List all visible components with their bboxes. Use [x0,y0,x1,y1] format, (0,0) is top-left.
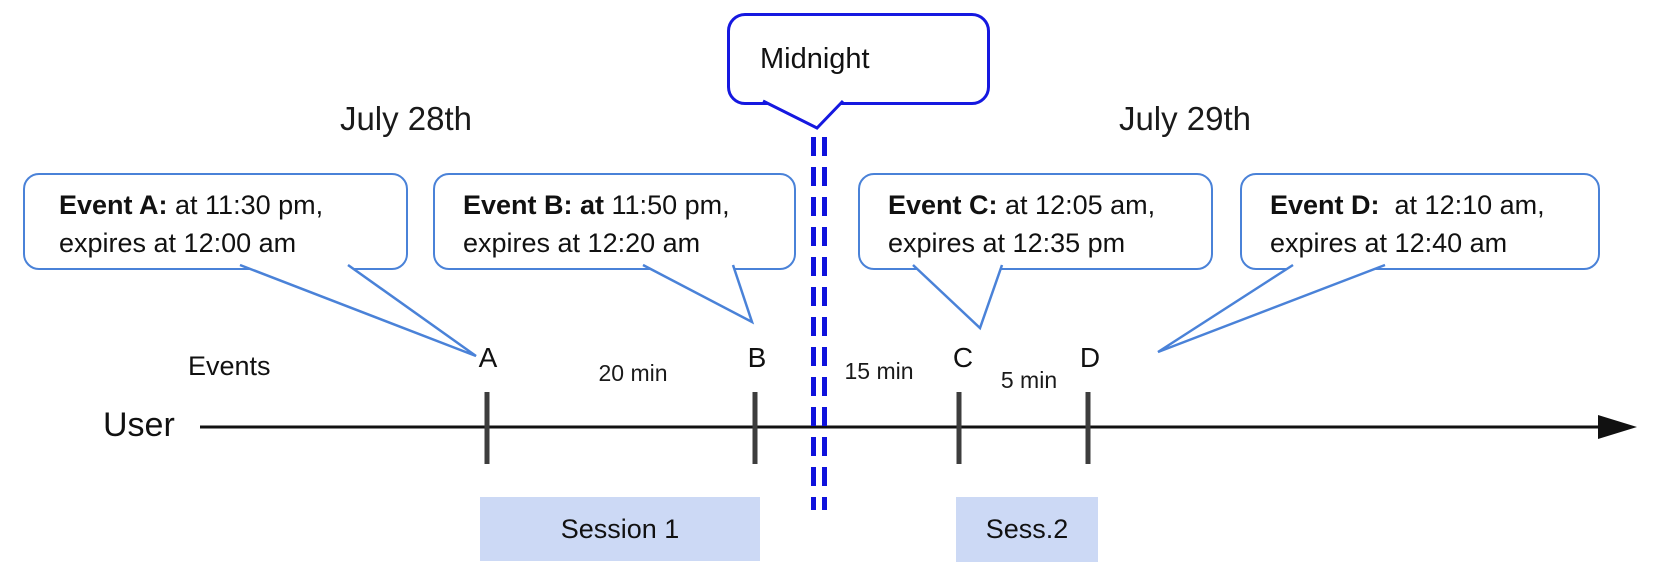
tick-label-d: D [1079,342,1101,373]
event-c-line2: expires at 12:35 pm [888,228,1126,258]
date-label-july-29: July 29th [1118,100,1252,137]
interval-c-d: 5 min [1000,367,1058,393]
event-a-line1: Event A: at 11:30 pm, [59,190,324,220]
date-label-july-28: July 28th [339,100,473,137]
event-b-line2: expires at 12:20 am [463,228,701,258]
event-a-line2: expires at 12:00 am [59,228,297,258]
event-b-callout-tail [642,263,755,325]
interval-a-b: 20 min [598,360,668,386]
event-a-callout: Event A: at 11:30 pm, expires at 12:00 a… [23,173,408,270]
tick-label-a: A [478,342,498,373]
event-d-callout-tail [1157,263,1386,354]
event-c-callout: Event C: at 12:05 am, expires at 12:35 p… [858,173,1213,270]
timeline-arrowhead-icon [1598,415,1637,439]
session-1-label: Session 1 [560,513,680,544]
events-axis-label: Events [188,351,271,381]
event-c-callout-tail [912,264,1004,331]
tick-label-b: B [747,342,767,373]
user-axis-label: User [103,406,175,444]
event-d-line2: expires at 12:40 am [1270,228,1508,258]
event-c-line1: Event C: at 12:05 am, [888,190,1156,220]
midnight-callout-tail [762,99,845,130]
event-d-line1: Event D: at 12:10 am, [1270,190,1545,220]
session-2-label: Sess.2 [985,514,1069,544]
session-2-box: Sess.2 [956,497,1098,562]
event-a-callout-tail [239,263,477,358]
event-b-callout: Event B: at 11:50 pm, expires at 12:20 a… [433,173,796,270]
interval-b-c: 15 min [844,358,914,384]
midnight-label: Midnight [760,42,870,75]
event-b-line1: Event B: at 11:50 pm, [463,190,730,220]
event-d-callout: Event D: at 12:10 am, expires at 12:40 a… [1240,173,1600,270]
midnight-callout: Midnight [727,13,990,105]
tick-label-c: C [952,342,974,373]
session-1-box: Session 1 [480,497,760,561]
